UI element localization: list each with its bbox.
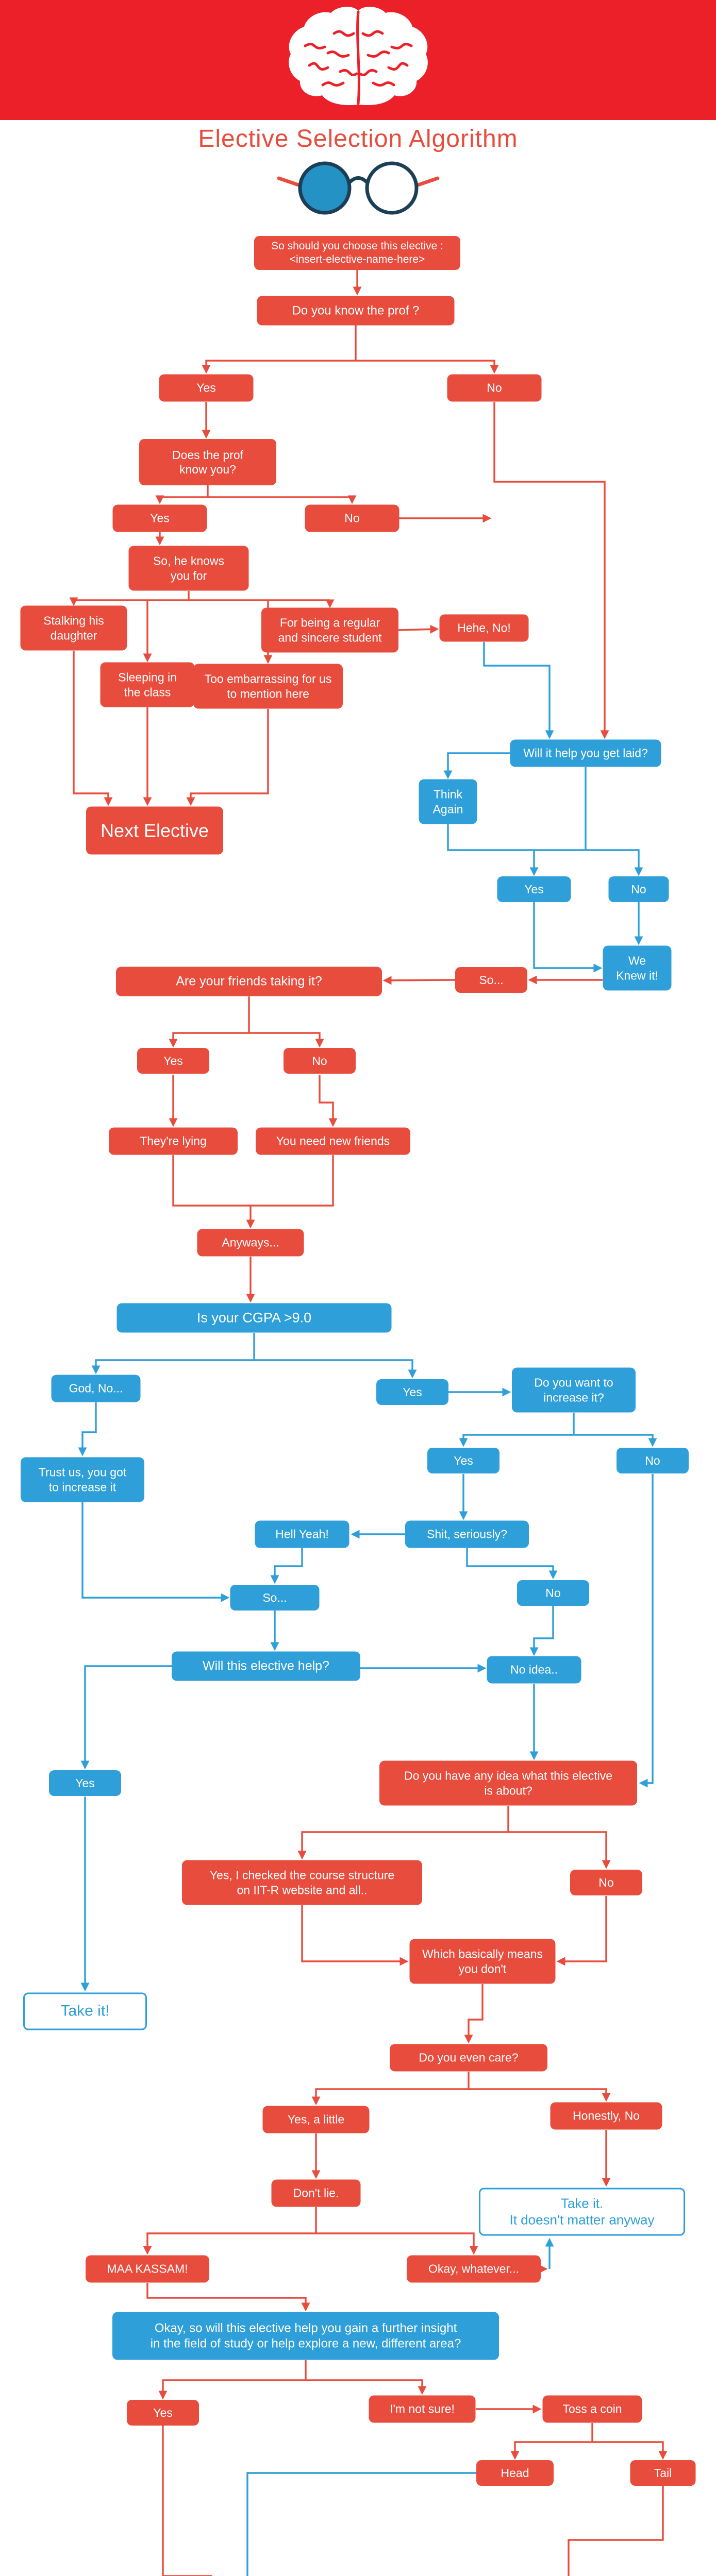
page-title: Elective Selection Algorithm (198, 125, 518, 152)
node-okay-whatever: Okay, whatever... (407, 2255, 541, 2283)
node-prof-knows-you: Does the prof know you? (139, 439, 276, 485)
node-sleeping-in-class: Sleeping in the class (100, 662, 195, 707)
node-so-2: So... (230, 1585, 320, 1611)
node-too-embarrassing: Too embarrassing for us to mention here (193, 664, 343, 709)
node-know-the-prof: Do you know the prof ? (257, 296, 455, 326)
node-help-yes: Yes (49, 1770, 121, 1796)
node-god-no: God, No... (51, 1375, 141, 1402)
node-any-idea-no: No (570, 1870, 642, 1895)
node-next-elective-1: Next Elective (86, 806, 223, 855)
glasses-icon (277, 161, 439, 215)
node-friends-yes: Yes (137, 1048, 209, 1074)
node-prof-knows-no: No (305, 504, 399, 532)
node-checked-course-structure: Yes, I checked the course structure on I… (182, 1860, 422, 1905)
node-head: Head (476, 2460, 554, 2486)
node-cgpa-yes: Yes (376, 1379, 448, 1405)
node-anyways: Anyways... (197, 1229, 304, 1257)
node-shit-seriously: Shit, seriously? (405, 1520, 529, 1548)
node-hehe-no: Hehe, No! (439, 614, 529, 642)
node-friends-taking-it: Are your friends taking it? (116, 967, 382, 996)
node-will-elective-help: Will this elective help? (172, 1651, 360, 1681)
node-theyre-lying: They're lying (109, 1127, 238, 1155)
node-hell-yeah: Hell Yeah! (255, 1520, 349, 1548)
node-increase-yes: Yes (427, 1448, 499, 1473)
node-which-means-you-dont: Which basically means you don't (409, 1939, 556, 1984)
node-honestly-no: Honestly, No (550, 2102, 662, 2130)
node-friends-no: No (284, 1048, 356, 1074)
node-further-insight-question: Okay, so will this elective help you gai… (112, 2312, 499, 2360)
node-know-prof-no: No (447, 374, 542, 402)
node-maa-kassam: MAA KASSAM! (86, 2255, 209, 2283)
node-dont-lie: Don't lie. (271, 2179, 361, 2207)
node-need-new-friends: You need new friends (256, 1127, 410, 1155)
node-toss-a-coin: Toss a coin (542, 2395, 642, 2423)
node-do-you-even-care: Do you even care? (390, 2044, 547, 2072)
node-no-idea: No idea.. (487, 1656, 581, 1684)
node-want-to-increase: Do you want to increase it? (512, 1367, 636, 1413)
node-we-knew-it: We Knew it! (603, 945, 672, 991)
node-cgpa-question: Is your CGPA >9.0 (116, 1303, 392, 1333)
node-tail: Tail (630, 2460, 696, 2486)
node-so-1: So... (455, 967, 527, 993)
node-get-laid: Will it help you get laid? (510, 739, 661, 767)
node-laid-no: No (608, 876, 669, 902)
node-prof-knows-yes: Yes (112, 504, 207, 532)
node-insight-yes: Yes (127, 2400, 199, 2426)
node-regular-sincere: For being a regular and sincere student (261, 607, 398, 653)
node-laid-yes: Yes (497, 876, 571, 902)
node-knows-you-for: So, he knows you for (128, 546, 249, 591)
node-increase-no: No (617, 1448, 689, 1473)
brain-icon (288, 7, 428, 106)
node-know-prof-yes: Yes (159, 374, 254, 402)
node-should-you-choose: So should you choose this elective : <in… (254, 236, 460, 270)
node-seriously-no: No (517, 1580, 589, 1606)
node-take-it-doesnt-matter: Take it. It doesn't matter anyway (479, 2188, 685, 2236)
node-take-it-1: Take it! (23, 1992, 147, 2030)
node-yes-a-little: Yes, a little (262, 2106, 370, 2133)
node-think-again: Think Again (419, 779, 477, 824)
node-any-idea-about: Do you have any idea what this elective … (379, 1760, 637, 1806)
node-stalking-daughter: Stalking his daughter (20, 605, 127, 651)
node-trust-us-increase: Trust us, you got to increase it (21, 1457, 144, 1502)
node-im-not-sure: I'm not sure! (369, 2395, 476, 2423)
